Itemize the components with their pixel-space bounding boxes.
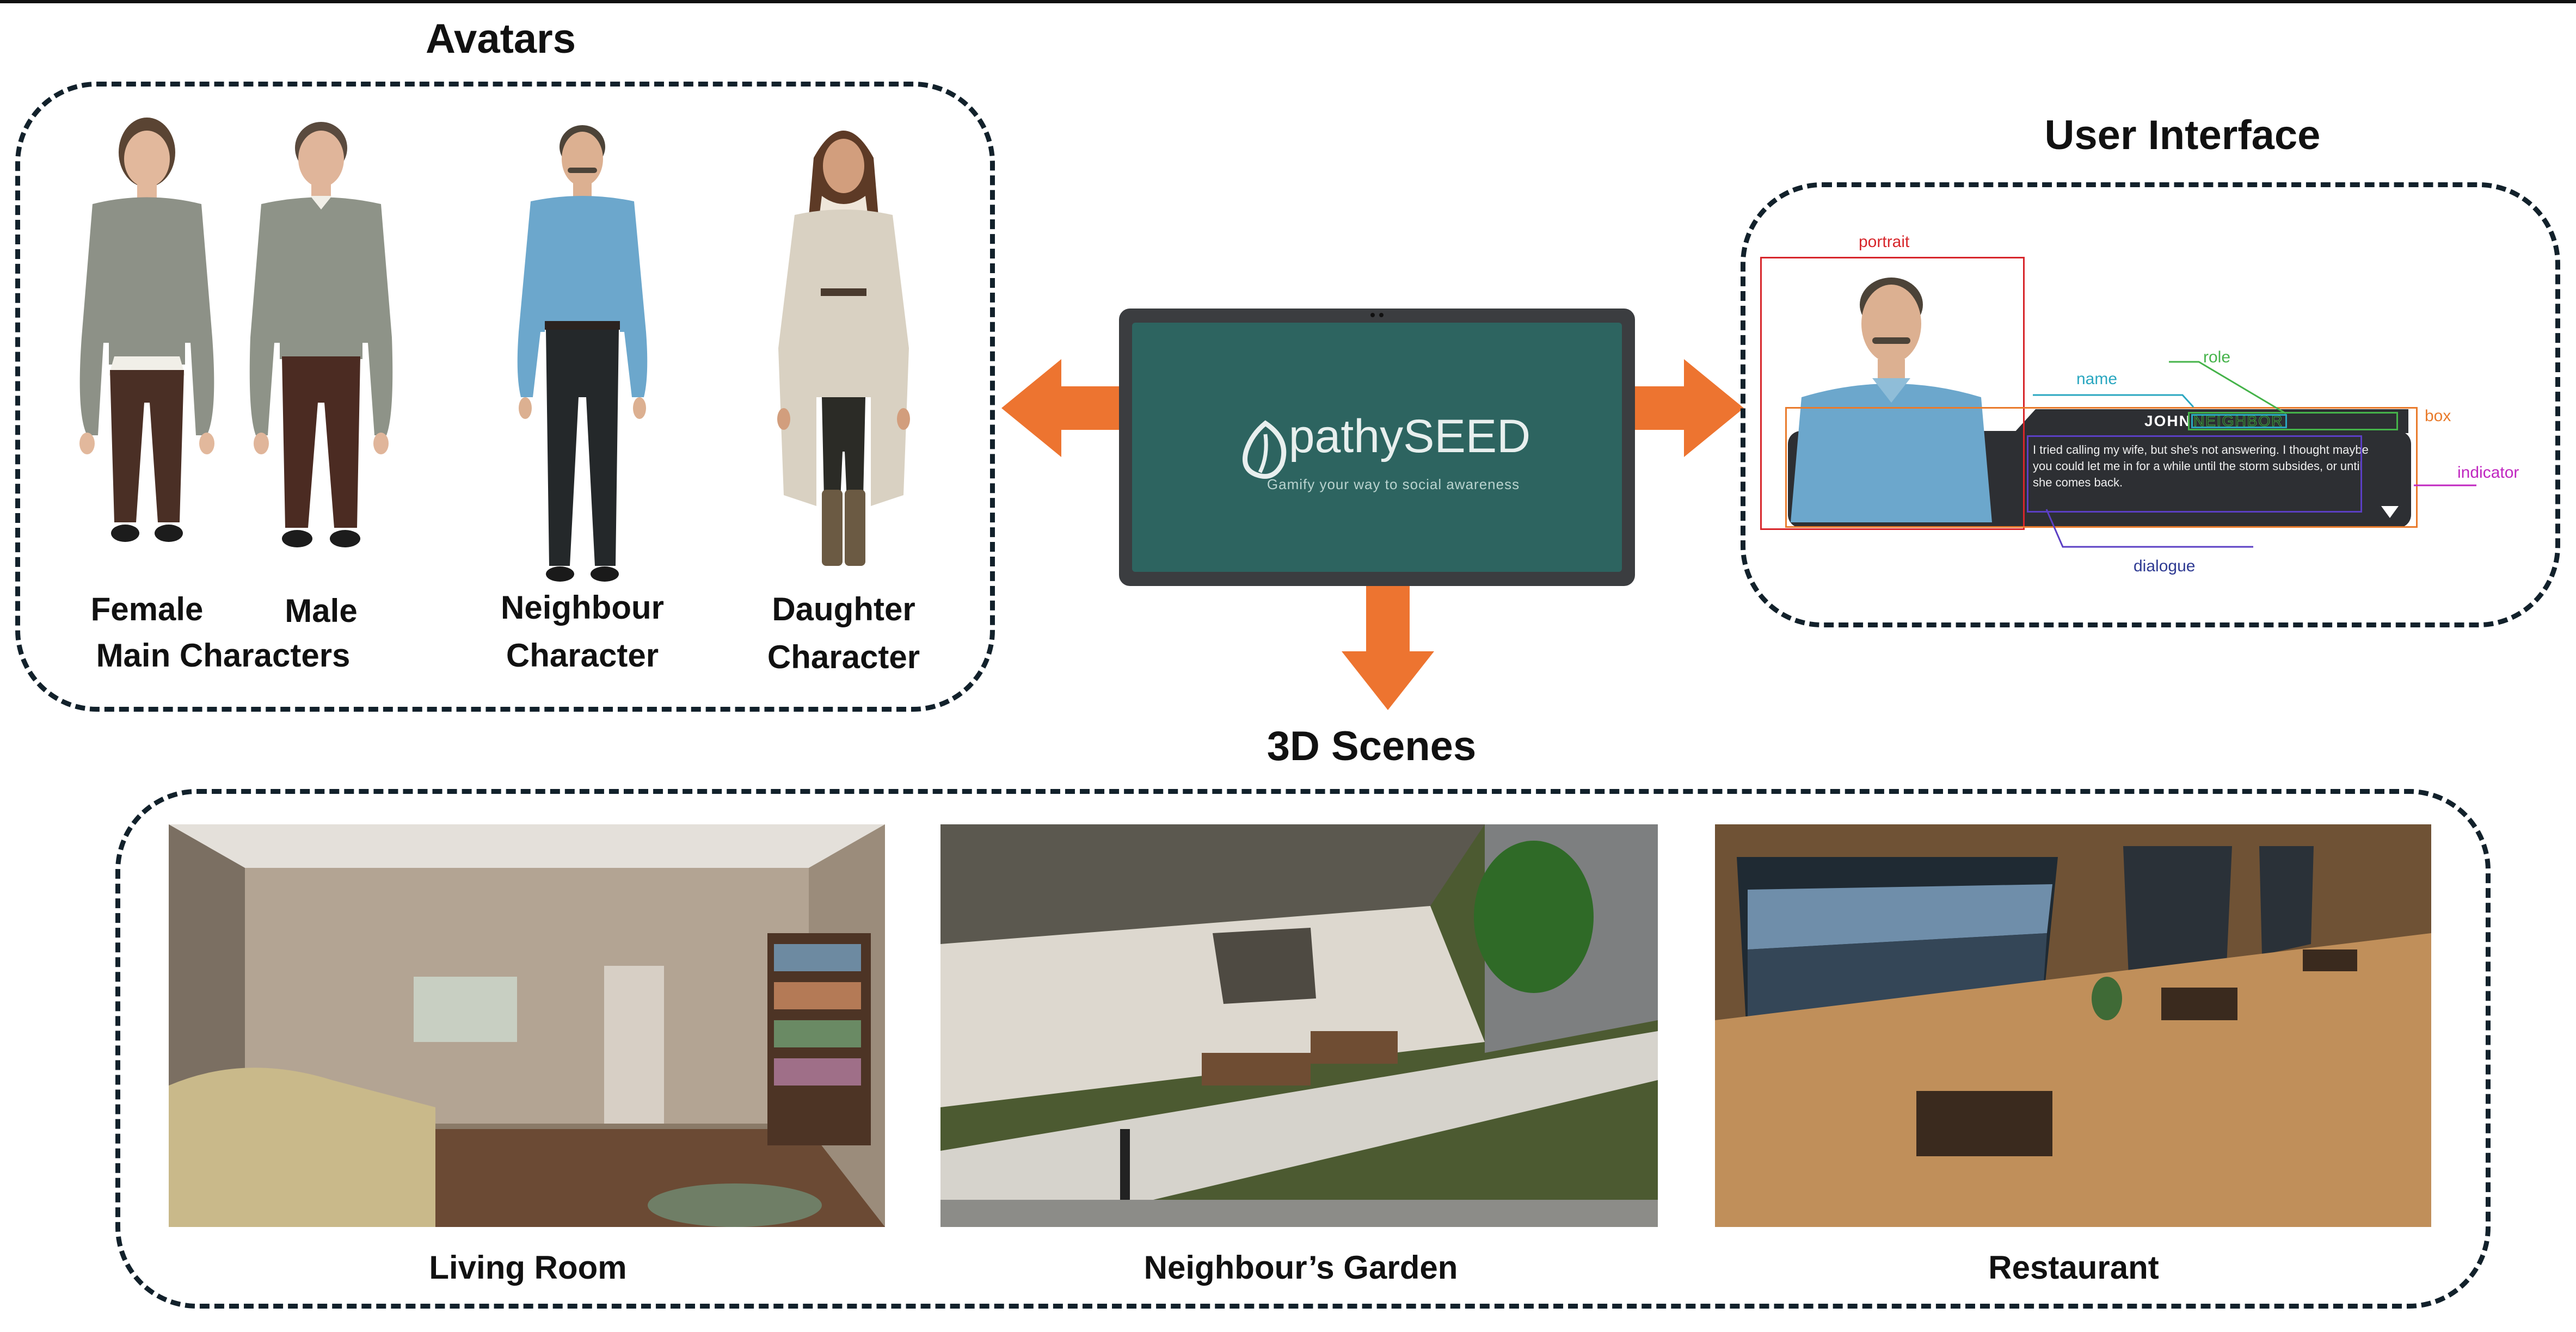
scenes-title: 3D Scenes [1267,723,1477,769]
neighbour-label-line2: Character [506,637,659,674]
character-name: JOHN [2144,412,2191,429]
arrow-left [1001,359,1121,457]
box-annotation: box [2425,407,2451,425]
scenes-box [115,789,2491,1309]
dialogue-outline [2027,435,2362,513]
living-room-image [169,824,885,1227]
female-label: Female [90,591,204,627]
female-avatar [79,118,214,542]
restaurant-image [1715,824,2431,1227]
tablet-screen: pathySEED Gamify your way to social awar… [1132,323,1622,572]
arrow-down [1342,586,1434,710]
arrow-right [1635,359,1744,457]
main-characters-label: Main Characters [96,637,351,674]
role-annotation: role [2203,348,2231,366]
tablet-sensor [1379,313,1384,317]
indicator-annotation: indicator [2457,464,2519,482]
tablet-camera [1370,313,1375,317]
avatars-box [15,82,995,712]
continue-indicator-icon[interactable] [2381,506,2399,518]
portrait-annotation: portrait [1859,233,1910,251]
tablet-device: pathySEED Gamify your way to social awar… [1119,309,1635,586]
daughter-avatar [777,131,910,566]
tablet-tagline: Gamify your way to social awareness [1267,476,1520,492]
neighbour-avatar [517,125,648,582]
dialogue-annotation: dialogue [2134,557,2196,575]
top-rule [0,0,2576,3]
dialogue-text: I tried calling my wife, but she's not a… [2033,443,2369,489]
avatars-title: Avatars [425,16,576,62]
daughter-label-line2: Character [767,639,920,675]
garden-label: Neighbour’s Garden [1143,1249,1458,1286]
tablet-logo-text: pathySEED [1288,410,1531,462]
daughter-label-line1: Daughter [772,591,915,627]
male-avatar [249,122,393,547]
ui-title: User Interface [2044,112,2321,158]
box-outline [1785,407,2418,528]
annotation-lines [2033,361,2476,548]
living-room-label: Living Room [429,1249,627,1286]
portrait-outline [1760,257,2025,530]
neighbour-label-line1: Neighbour [501,589,664,626]
seed-logo-icon [1243,420,1287,479]
name-outline [2191,414,2287,428]
restaurant-label: Restaurant [1988,1249,2159,1286]
role-outline [2188,412,2398,430]
portrait-avatar [1791,278,1992,522]
name-annotation: name [2076,370,2118,388]
male-label: Male [285,593,358,629]
ui-box [1741,182,2560,627]
garden-image [940,824,1658,1227]
